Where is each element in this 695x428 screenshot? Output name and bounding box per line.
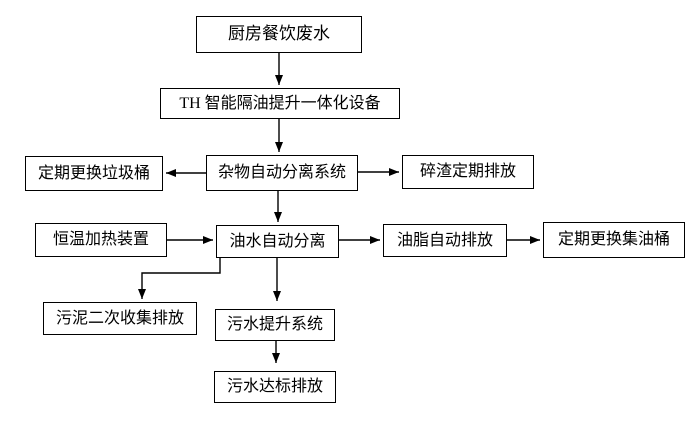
node-grease-discharge: 油脂自动排放 [383, 224, 507, 257]
node-sludge-discharge: 污泥二次收集排放 [43, 302, 197, 335]
arrow-oil-water-to-sludge [138, 258, 221, 299]
node-residue-discharge: 碎渣定期排放 [402, 155, 534, 189]
node-heater: 恒温加热装置 [35, 223, 167, 257]
node-final-discharge: 污水达标排放 [214, 371, 336, 403]
node-debris-separation: 杂物自动分离系统 [206, 155, 358, 191]
node-sewage-lift-system: 污水提升系统 [215, 309, 335, 341]
node-th-integrated-device: TH 智能隔油提升一体化设备 [160, 88, 400, 119]
node-oil-water-separation: 油水自动分离 [216, 225, 339, 258]
node-replace-trash-bin: 定期更换垃圾桶 [25, 156, 163, 191]
node-kitchen-wastewater: 厨房餐饮废水 [196, 16, 362, 53]
node-replace-oil-barrel: 定期更换集油桶 [543, 222, 685, 258]
